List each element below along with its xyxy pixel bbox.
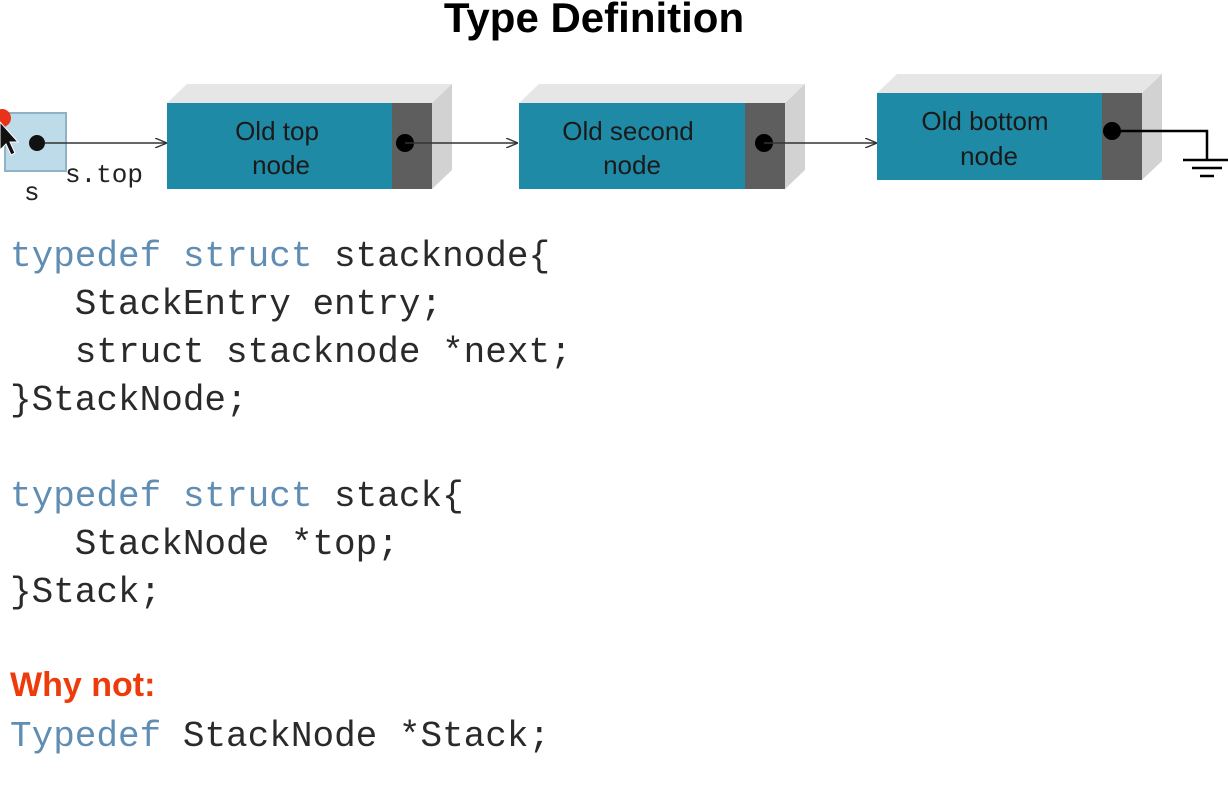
code-text: StackNode *Stack; [161,716,551,757]
page-title: Type Definition [443,0,745,41]
top-pointer-dot [29,135,45,151]
stack-typedef-code: typedef struct stack{ StackNode *top; }S… [10,473,464,617]
code-line: struct stacknode *next; [10,332,572,373]
node-label-line2: node [960,141,1018,171]
code-line: StackNode *top; [10,524,399,565]
variable-s-label: s [24,178,40,208]
node-old-second: Old second node [519,84,805,189]
code-line: StackEntry entry; [10,284,443,325]
s-top-label: s.top [65,160,143,190]
code-text: stack{ [312,476,464,517]
node-label-line2: node [252,150,310,180]
code-keyword: typedef struct [10,236,313,277]
node-label-line2: node [603,150,661,180]
linked-stack-diagram: s s.top Old top node Old second node Old [0,74,1228,208]
why-not-heading: Why not: [10,666,156,704]
why-not-code: Typedef StackNode *Stack; [10,713,550,761]
mouse-cursor-icon [0,109,20,156]
node-label-line1: Old second [562,116,694,146]
node-label-line1: Old bottom [921,106,1048,136]
node-old-bottom: Old bottom node [877,74,1162,180]
null-ground-icon [1112,129,1228,178]
code-line: }StackNode; [10,380,248,421]
node-label-line1: Old top [235,116,319,146]
stacknode-typedef-code: typedef struct stacknode{ StackEntry ent… [10,233,572,425]
code-keyword: typedef struct [10,476,313,517]
code-keyword: Typedef [10,716,162,757]
code-text: stacknode{ [312,236,551,277]
node-old-top: Old top node [167,84,452,189]
code-line: }Stack; [10,572,162,613]
